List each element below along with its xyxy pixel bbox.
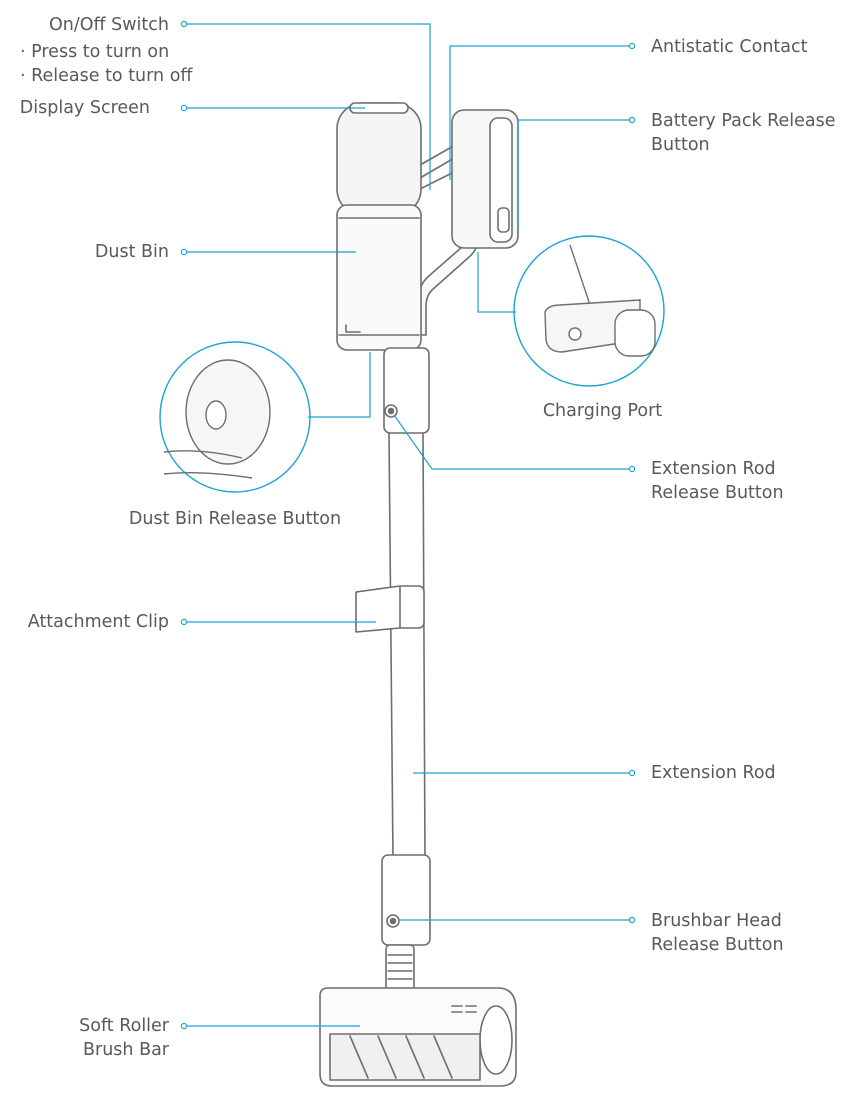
label-press-on: · Press to turn on xyxy=(20,42,170,62)
label-extension-rod: Extension Rod xyxy=(651,763,776,783)
label-charging-port: Charging Port xyxy=(542,401,663,421)
detail-callouts xyxy=(159,235,665,493)
label-soft-roller-1: Soft Roller xyxy=(79,1016,169,1036)
floor-head-logo xyxy=(451,1005,477,1013)
attachment-clip xyxy=(355,585,425,633)
leader-dust-bin-release xyxy=(308,352,371,418)
charging-port-detail-art xyxy=(544,244,656,357)
extension-rod-left xyxy=(388,432,394,861)
leader-lines xyxy=(184,23,632,1027)
label-soft-roller-2: Brush Bar xyxy=(83,1040,169,1060)
label-brushbar-release-1: Brushbar Head xyxy=(651,911,782,931)
label-battery-release-2: Button xyxy=(651,135,710,155)
label-release-off: · Release to turn off xyxy=(20,66,193,86)
leader-on-off xyxy=(184,23,431,190)
dust-bin xyxy=(336,204,422,351)
tube-connector xyxy=(383,347,430,434)
label-battery-release-1: Battery Pack Release xyxy=(651,111,836,131)
label-dust-bin: Dust Bin xyxy=(94,242,169,262)
label-ext-rod-release-2: Release Button xyxy=(651,483,784,503)
dust-bin-latch xyxy=(345,324,361,333)
label-on-off-switch: On/Off Switch xyxy=(48,15,169,35)
battery-release-button xyxy=(497,207,510,233)
floor-head-endcap xyxy=(479,1005,513,1075)
leader-ext-rod-release xyxy=(393,414,632,470)
ext-rod-release-dot xyxy=(387,407,395,415)
leader-charging-port xyxy=(477,252,516,313)
motor-unit xyxy=(336,102,422,216)
leader-battery-release xyxy=(517,119,632,228)
leader-antistatic xyxy=(449,45,632,180)
label-display-screen: Display Screen xyxy=(19,98,150,118)
label-brushbar-release-2: Release Button xyxy=(651,935,784,955)
extension-rod-right xyxy=(422,432,426,861)
vacuum-body xyxy=(319,102,519,1087)
lower-connector xyxy=(381,854,431,946)
label-dust-bin-release: Dust Bin Release Button xyxy=(128,509,342,529)
brush-stripes xyxy=(349,1035,453,1079)
flex-joint xyxy=(385,944,415,991)
label-antistatic-contact: Antistatic Contact xyxy=(651,37,808,57)
label-attachment-clip: Attachment Clip xyxy=(27,612,169,632)
label-ext-rod-release-1: Extension Rod xyxy=(651,459,776,479)
flex-joint-ribs xyxy=(387,954,413,980)
dust-bin-release-detail-art xyxy=(163,359,271,479)
brushbar-release-dot xyxy=(389,917,397,925)
leader-endpoints xyxy=(180,20,636,1030)
brush-roller xyxy=(329,1033,481,1081)
